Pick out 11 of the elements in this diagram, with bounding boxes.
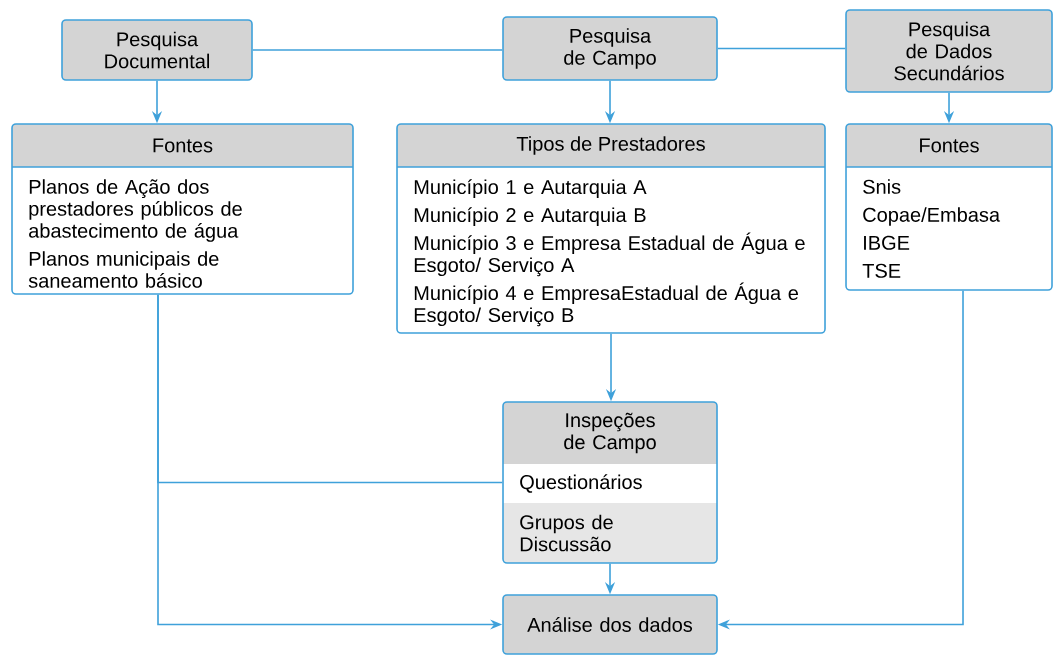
process-box: Pesquisa de Dados Secundários (845, 9, 1053, 93)
connector (252, 49, 503, 51)
process-box: Pesquisa de Campo (502, 16, 718, 81)
list-card: Tipos de Prestadores Município 1 e Autarquia A Município 2 e Autarquia B Município 3 e Empresa Estadual de Água e Esgoto/ Serviço A Município 4 e EmpresaEstadual de Água e Esgoto/ Serviço B (396, 123, 826, 334)
process-box: Pesquisa Documental (61, 19, 253, 81)
connector (717, 47, 846, 50)
list-card: Fontes Planos de Ação dos prestadores públicos de abastecimento de água Planos municipais de saneamento básico (11, 123, 354, 295)
list-card: Fontes Snis Copae/Embasa IBGE TSE (845, 123, 1053, 291)
connector (157, 294, 503, 484)
process-box: Análise dos dados (502, 594, 718, 655)
table-box: Inspeções de Campo Questionários Grupos de Discussão (502, 401, 718, 564)
